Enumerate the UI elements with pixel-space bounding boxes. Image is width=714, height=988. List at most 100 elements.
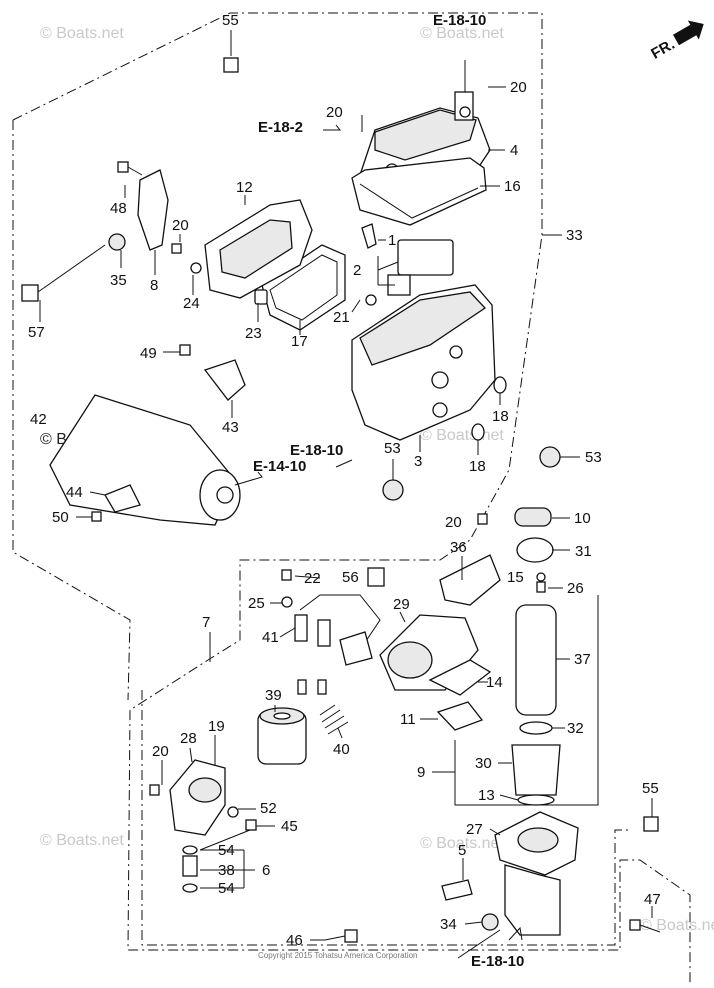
callout-33: 33 — [566, 227, 583, 244]
callout-1: 1 — [388, 232, 396, 249]
callout-2: 2 — [353, 262, 361, 279]
callout-6: 6 — [262, 862, 270, 879]
part-21-screw — [365, 294, 377, 306]
part-46-bolt — [344, 929, 358, 943]
ref-label: E-18-10 — [433, 12, 486, 29]
callout-42: 42 — [30, 411, 47, 428]
part-5-valve — [441, 879, 473, 901]
callout-9: 9 — [417, 764, 425, 781]
callout-28: 28 — [180, 730, 197, 747]
callout-44: 44 — [66, 484, 83, 501]
watermark: © Boats.net — [40, 25, 124, 42]
callout-37: 37 — [574, 651, 591, 668]
part-48-bolt — [117, 161, 143, 176]
part-14-gasket — [428, 659, 492, 696]
part-55-bolt — [223, 57, 239, 73]
callout-10: 10 — [574, 510, 591, 527]
part-23-spacer — [254, 289, 268, 305]
ref-label: E-18-2 — [258, 119, 303, 136]
part-13-ring — [517, 794, 555, 806]
callout-14: 14 — [486, 674, 503, 691]
part-20-bolt — [477, 513, 488, 525]
ref-label: E-18-10 — [290, 442, 343, 459]
callout-31: 31 — [575, 543, 592, 560]
callout-53: 53 — [384, 440, 401, 457]
callout-50: 50 — [52, 509, 69, 526]
part-8-bracket — [137, 169, 169, 251]
callout-24: 24 — [183, 295, 200, 312]
part-24-washer — [190, 262, 202, 274]
front-direction-indicator: FR. — [648, 20, 704, 63]
callout-labels: 55 20 4 16 20 33 48 12 20 1 35 8 24 2 57… — [28, 12, 661, 949]
callout-17: 17 — [291, 333, 308, 350]
part-35-nut — [108, 233, 126, 251]
part-25-washer — [281, 596, 293, 608]
part-15-ring — [536, 572, 546, 582]
watermark: © Boats.net — [420, 25, 504, 42]
ref-label: E-14-10 — [253, 458, 306, 475]
callout-27: 27 — [466, 821, 483, 838]
watermark: © Boats.net — [640, 917, 714, 934]
callout-20: 20 — [445, 514, 462, 531]
part-20-bolt — [149, 784, 160, 796]
callout-52: 52 — [260, 800, 277, 817]
callout-4: 4 — [510, 142, 518, 159]
callout-21: 21 — [333, 309, 350, 326]
part-22-bolt — [281, 569, 292, 581]
callout-13: 13 — [478, 787, 495, 804]
callout-55: 55 — [642, 780, 659, 797]
callout-15: 15 — [507, 569, 524, 586]
part-52-washer — [227, 806, 239, 818]
part-31-gear — [516, 537, 554, 563]
leader-lines — [39, 30, 653, 941]
watermark: © Boats.net — [420, 835, 504, 852]
part-57-bolt — [21, 244, 106, 302]
part-56-connector — [367, 567, 385, 587]
callout-18: 18 — [469, 458, 486, 475]
callout-22: 22 — [304, 570, 321, 587]
callout-54: 54 — [218, 880, 235, 897]
part-34-nut — [481, 913, 499, 931]
callout-26: 26 — [567, 580, 584, 597]
part-53-grommet — [382, 479, 404, 501]
callout-45: 45 — [281, 818, 298, 835]
callout-56: 56 — [342, 569, 359, 586]
assembly-33-boundary — [12, 12, 691, 985]
part-55-bolt — [643, 816, 659, 832]
part-28-housing — [169, 759, 226, 836]
assembly-7-boundary — [141, 690, 628, 946]
part-53-grommet — [539, 446, 561, 468]
part-16-gasket — [351, 157, 487, 226]
callout-23: 23 — [245, 325, 262, 342]
callout-35: 35 — [110, 272, 127, 289]
part-11-bracket — [436, 701, 484, 731]
callout-18: 18 — [492, 408, 509, 425]
callout-41: 41 — [262, 629, 279, 646]
part-2-connector — [387, 239, 454, 296]
callout-11: 11 — [400, 711, 416, 728]
part-39-filter — [257, 707, 307, 765]
part-44-bracket — [104, 484, 141, 513]
part-10-ring — [514, 507, 552, 527]
front-label: FR. — [648, 36, 677, 63]
callout-47: 47 — [644, 891, 661, 908]
watermark: © Boats.net — [420, 427, 504, 444]
part-49-bolt — [179, 344, 191, 356]
part-47-bolt — [629, 919, 641, 931]
callout-38: 38 — [218, 862, 235, 879]
callout-8: 8 — [150, 277, 158, 294]
part-41-harness — [294, 594, 381, 695]
part-42-filter — [49, 394, 241, 526]
callout-40: 40 — [333, 741, 350, 758]
part-38-fitting — [182, 855, 198, 877]
callout-20: 20 — [510, 79, 527, 96]
callout-54: 54 — [218, 842, 235, 859]
watermark-group: © Boats.net © Boats.net © Boats.net © Bo… — [40, 25, 714, 934]
callout-55: 55 — [222, 12, 239, 29]
copyright-text: Copyright 2015 Tohatsu America Corporati… — [258, 951, 418, 960]
ref-label: E-18-10 — [471, 953, 524, 970]
callout-25: 25 — [248, 595, 265, 612]
callout-20: 20 — [152, 743, 169, 760]
assembly-33-boundary-left — [12, 120, 131, 701]
